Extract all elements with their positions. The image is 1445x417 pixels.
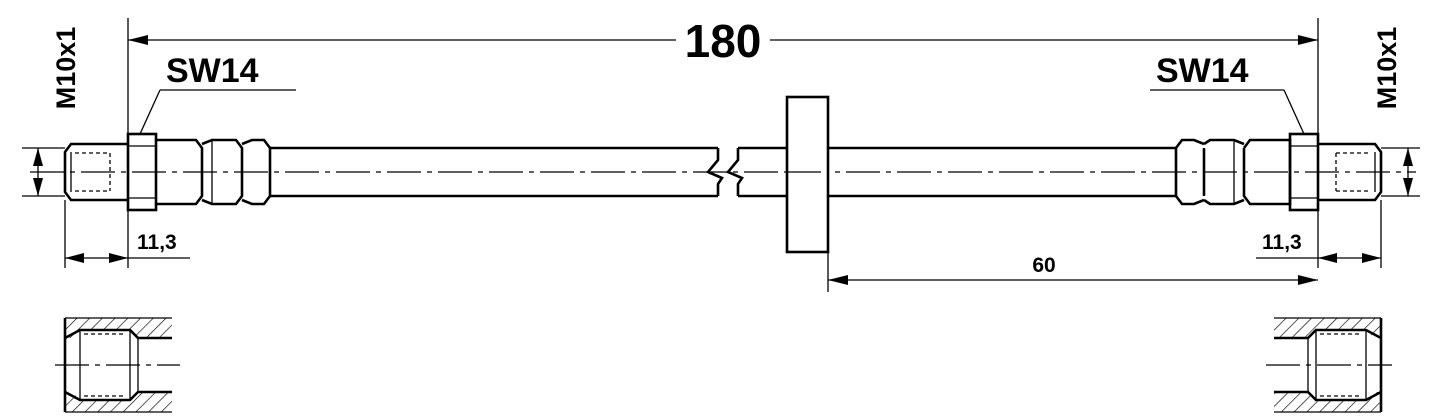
right-thread-dimension xyxy=(1381,147,1420,197)
offset-length-dimension xyxy=(827,252,1318,292)
overall-length-dimension xyxy=(127,18,1319,134)
mounting-bracket xyxy=(785,95,830,254)
right-fitting-length-label: 11,3 xyxy=(1262,231,1302,254)
left-fitting-length-dimension xyxy=(64,200,190,268)
left-thread-dimension xyxy=(22,147,65,197)
overall-length-label: 180 xyxy=(685,15,762,67)
right-thread-label: M10x1 xyxy=(1372,27,1402,110)
break-symbol xyxy=(705,148,744,196)
hose-body xyxy=(270,146,1176,198)
left-fitting xyxy=(63,132,272,212)
right-wrench-label: SW14 xyxy=(1156,52,1249,90)
right-section-detail xyxy=(1266,317,1392,413)
left-section-detail xyxy=(55,317,180,413)
left-wrench-label: SW14 xyxy=(166,52,259,90)
right-fitting-length-dimension xyxy=(1256,200,1382,268)
offset-length-label: 60 xyxy=(1032,254,1055,277)
right-wrench-leader xyxy=(1150,89,1305,135)
left-wrench-leader xyxy=(139,89,296,135)
left-thread-label: M10x1 xyxy=(51,27,81,110)
left-fitting-length-label: 11,3 xyxy=(137,231,177,254)
